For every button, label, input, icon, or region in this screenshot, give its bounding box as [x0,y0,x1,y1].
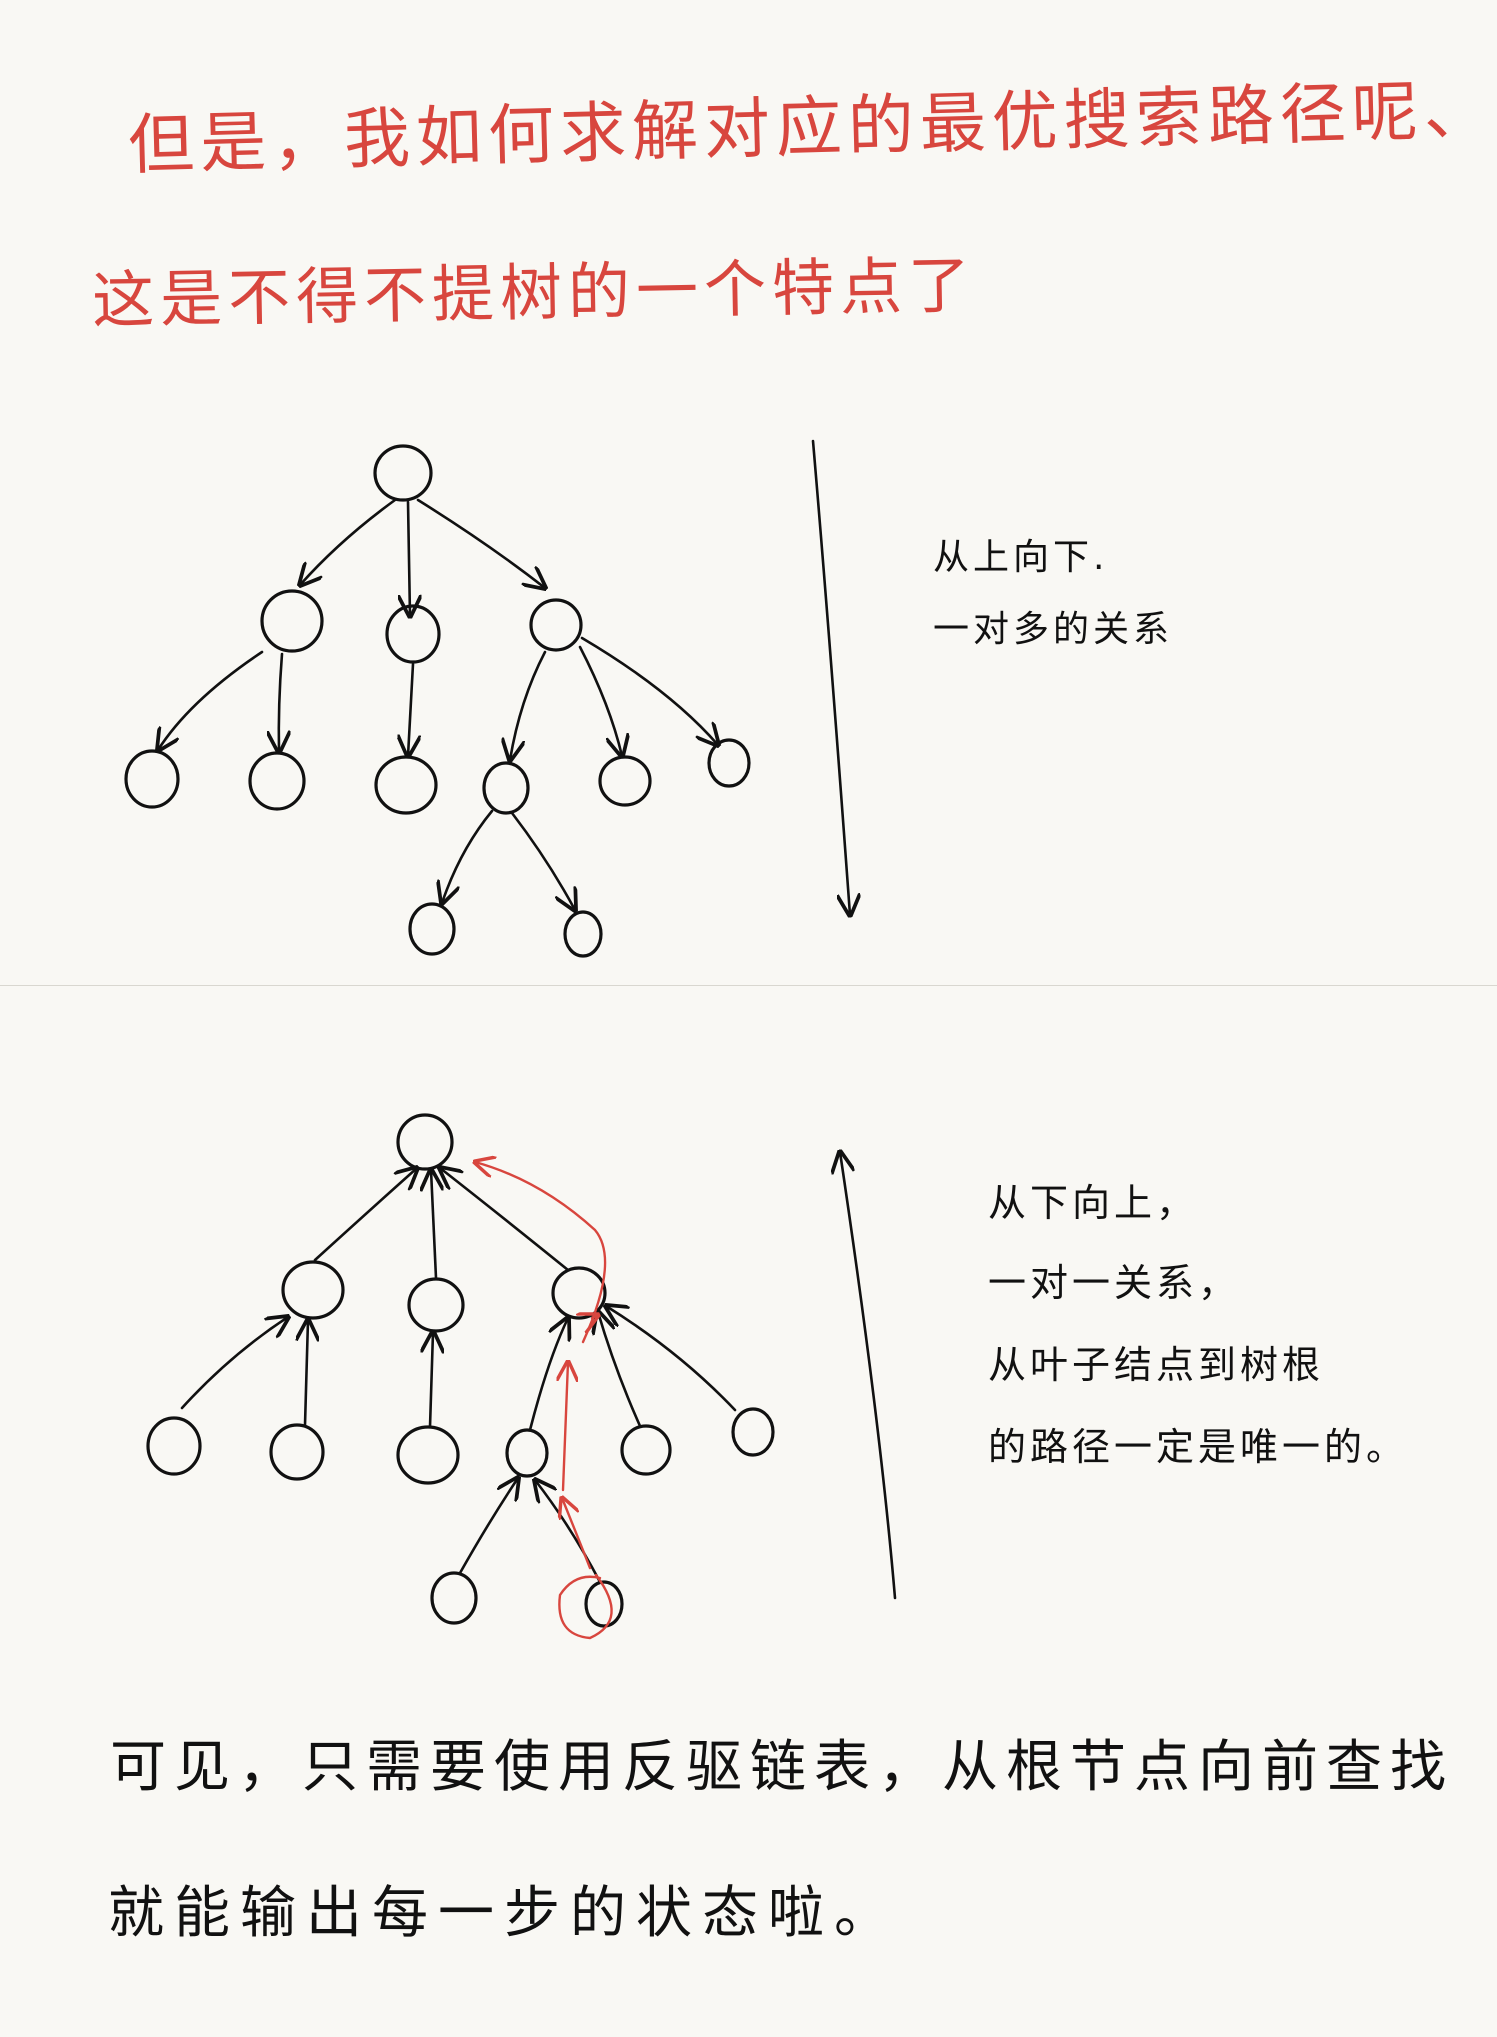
tree-node [430,1571,478,1625]
tree-node [248,751,306,811]
tree-edge [442,809,494,903]
bottom-note-line-4: 的路径一定是唯一的。 [988,1425,1409,1469]
tree-node [269,1423,325,1481]
tree-edge [606,1306,737,1412]
tree-edge [510,811,575,910]
backtrack-path [558,1573,613,1640]
tree-node [124,749,180,809]
backtrack-arrow [592,1315,598,1318]
tree-edge [510,650,547,760]
tree-node [396,1425,460,1485]
tree-node [620,1424,672,1476]
tree-node [385,604,441,664]
top-note-line-2: 一对多的关系 [933,609,1174,650]
tree-edge [440,1168,570,1272]
tree-node [598,755,652,807]
backtrack-arrow [562,1498,592,1570]
tree-edge [408,662,413,756]
tree-node [281,1260,345,1320]
bottom-up-arrow [840,1152,897,1600]
top-note-line-1: 从上向下. [933,537,1109,578]
tree-edge [180,1317,288,1410]
tree-node [408,902,456,956]
bottom-note-line-2: 一对一关系， [988,1261,1241,1305]
tree-node [551,1266,607,1320]
tree-node-root [373,444,433,502]
tree-edge [578,645,622,756]
tree-node [707,738,751,788]
tree-edge [580,636,718,745]
tree-node [260,589,324,653]
bottom-up-tree [146,1113,897,1640]
tree-node [584,1580,624,1628]
tree-edge [431,1170,436,1280]
tree-node [529,598,583,652]
tree-node [731,1407,775,1457]
tree-node [407,1277,465,1333]
backtrack-arrow [475,1162,607,1344]
tree-edge [279,652,282,752]
tree-edge [598,1312,642,1428]
tree-edge [300,498,397,585]
tree-edge [408,500,410,616]
footer-line-2: 就能输出每一步的状态啦。 [108,1881,900,1946]
tree-node [146,1416,202,1476]
footer-line-1: 可见，只需要使用反驱链表，从根节点向前查找 [110,1735,1454,1800]
bottom-note-line-3: 从叶子结点到树根 [988,1343,1325,1387]
tree-edge [535,1480,602,1584]
tree-node-root [396,1113,454,1171]
tree-edge [305,1320,308,1427]
tree-edge [528,1318,568,1432]
backtrack-arrow [563,1362,568,1492]
tree-edge [158,650,264,750]
section-divider [0,985,1497,986]
tree-node [563,910,603,958]
tree-node [374,755,438,815]
tree-edge [416,498,545,588]
tree-edge [458,1478,518,1575]
top-down-arrow [811,439,850,915]
bottom-note-line-1: 从下向上， [988,1181,1199,1225]
tree-node [482,761,530,815]
tree-edge [430,1332,433,1429]
tree-node [505,1428,549,1478]
tree-edge [313,1168,417,1262]
top-down-tree [124,439,850,958]
